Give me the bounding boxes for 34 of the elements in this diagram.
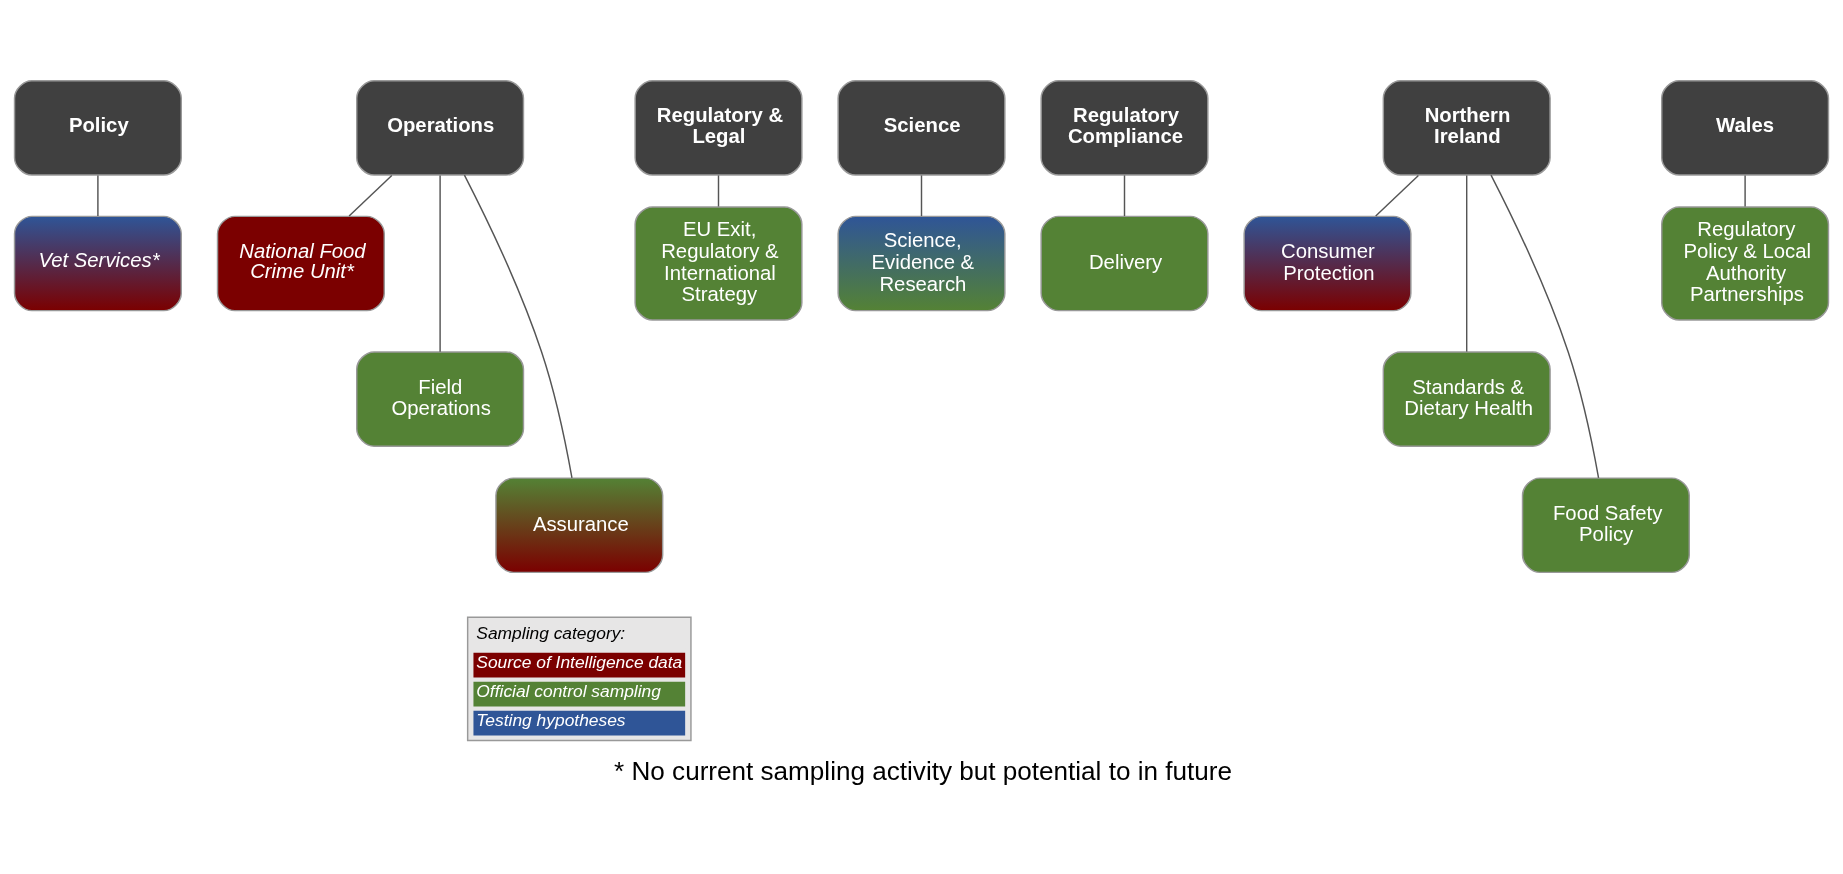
legend-label: Official control sampling <box>476 680 661 701</box>
node-box: Science <box>837 79 1006 176</box>
caption: * No current sampling activity but potential to in future <box>614 755 1232 786</box>
node-box: Field Operations <box>356 350 525 447</box>
node-box: Regulatory Compliance <box>1040 79 1209 176</box>
node-box: Regulatory Policy & Local Authority Partnerships <box>1661 205 1830 321</box>
node-box: Standards & Dietary Health <box>1382 350 1551 447</box>
connector <box>439 174 441 352</box>
connector <box>97 174 99 217</box>
node-box: Regulatory & Legal <box>634 79 803 176</box>
node-box: EU Exit, Regulatory & International Strategy <box>634 205 803 321</box>
node-box: Food Safety Policy <box>1521 476 1690 573</box>
legend-label: Testing hypotheses <box>476 709 626 730</box>
connector <box>1123 174 1126 217</box>
node-box: Delivery <box>1040 215 1209 311</box>
connector <box>1375 174 1420 217</box>
node-box: Assurance <box>495 476 664 573</box>
connector <box>1490 173 1600 479</box>
connector <box>1465 174 1468 352</box>
node-box: Policy <box>13 79 182 176</box>
node-box: Science, Evidence & Research <box>837 215 1006 311</box>
legend-label: Source of Intelligence data <box>476 651 683 672</box>
node-box: Operations <box>356 79 525 176</box>
connector <box>463 173 573 479</box>
node-box: Consumer Protection <box>1243 215 1412 311</box>
node-box: Northern Ireland <box>1382 79 1551 176</box>
node-box: Vet Services* <box>13 215 182 311</box>
node-box: National Food Crime Unit* <box>216 215 385 311</box>
label: Sampling category: <box>476 622 626 643</box>
connector <box>717 174 720 207</box>
node-box: Wales <box>1661 79 1830 176</box>
connector <box>1744 174 1746 207</box>
connector <box>920 174 923 217</box>
connector <box>348 174 393 217</box>
